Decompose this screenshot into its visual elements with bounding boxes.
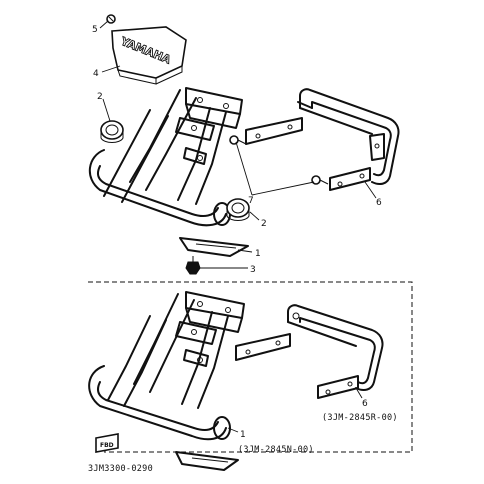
callout-4: 4: [93, 69, 99, 79]
callout-2-lower: 2: [261, 219, 267, 229]
grommet-part-2-left: [100, 120, 124, 143]
bolt-part-3: [185, 256, 201, 275]
guard-assy-code: (3JM-2845N-00): [238, 445, 314, 455]
callout-7: 7: [248, 196, 254, 206]
engine-guard-part-1: [89, 87, 249, 257]
side-bracket-part-6: [245, 88, 400, 191]
lower-callouts: 1 6: [227, 387, 368, 440]
callout-2-upper: 2: [97, 92, 103, 102]
callout-6-lower: 6: [362, 399, 368, 409]
fbd-logo: FBD: [100, 442, 114, 449]
callout-6-upper: 6: [376, 198, 382, 208]
callout-5: 5: [92, 25, 98, 35]
bracket-assy-code: (3JM-2845R-00): [322, 413, 398, 423]
screw-part-5: [106, 14, 116, 24]
callout-1-lower: 1: [240, 430, 246, 440]
emblem-cover-part-4: YAMAHA: [111, 26, 187, 85]
bolt-part-7-lower: [311, 175, 329, 185]
bolt-part-7-upper: [229, 135, 247, 145]
upper-callouts: 5 4 2 7 2 6 1 3: [92, 20, 382, 275]
grommet-part-2-right: [226, 198, 250, 221]
assembly-boundary: [88, 281, 413, 453]
callout-1-upper: 1: [255, 249, 261, 259]
side-bracket-assembly: [235, 304, 384, 399]
diagram-id: 3JM3300-0290: [88, 464, 153, 474]
callout-3: 3: [250, 265, 256, 275]
fbd-badge: FBD: [95, 433, 119, 453]
engine-guard-assembly: [88, 291, 245, 471]
